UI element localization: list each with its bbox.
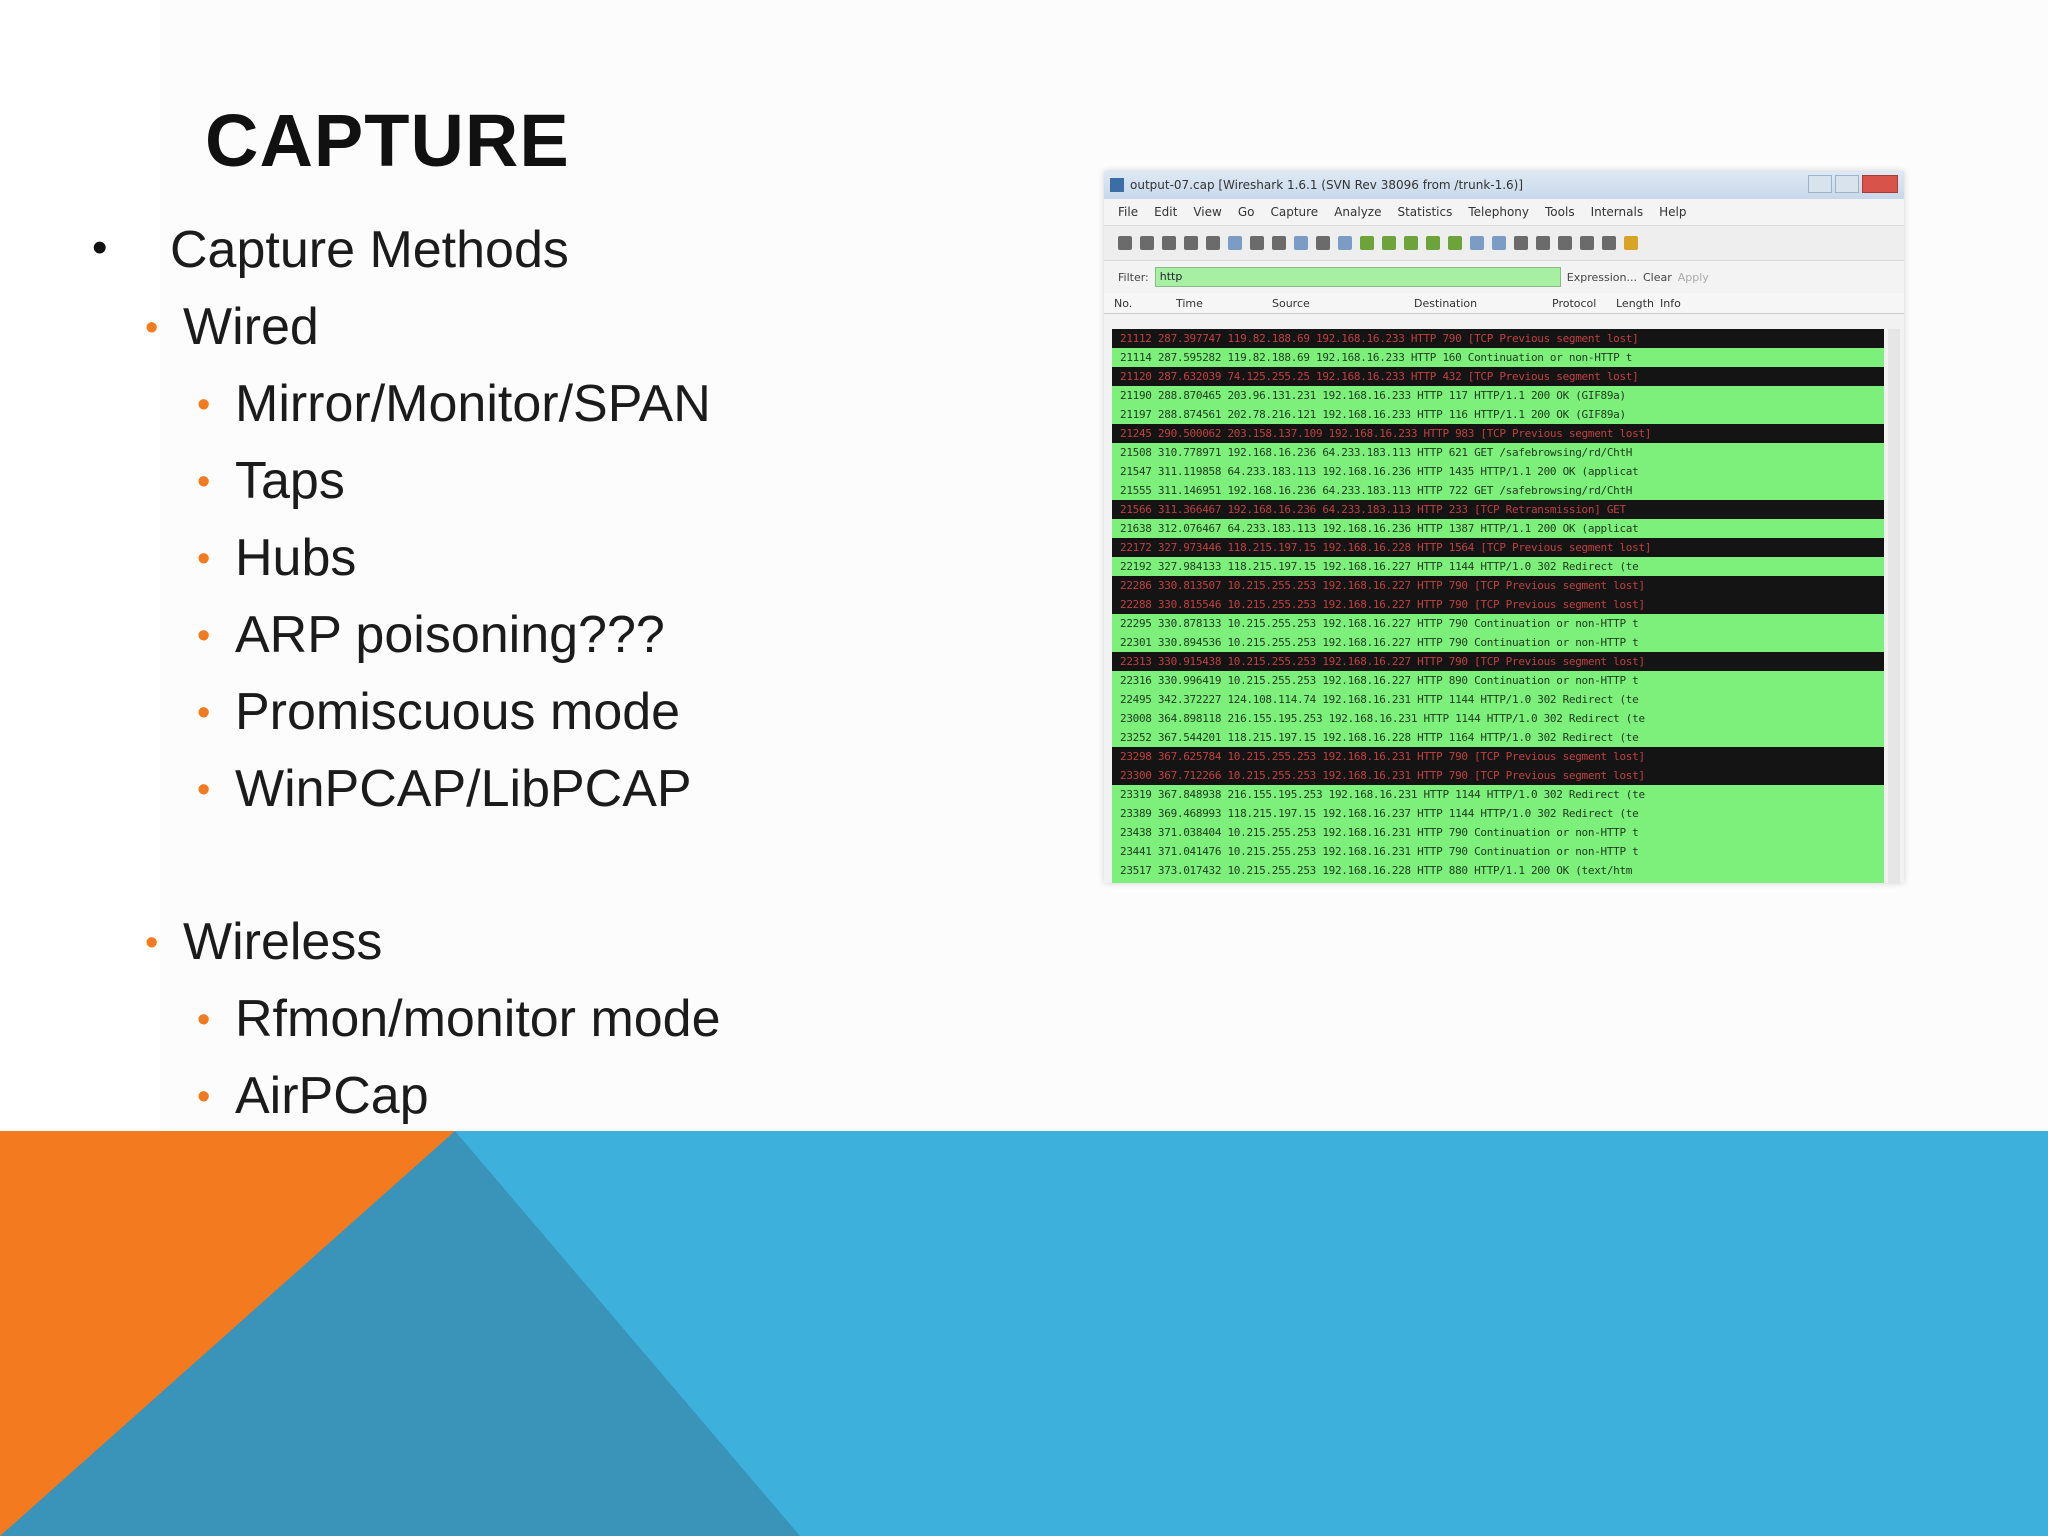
filter-expression: Expression... <box>1566 270 1637 284</box>
toolbar-icon <box>1624 236 1638 250</box>
filter-apply: Apply <box>1677 270 1709 284</box>
packet-list-scrollbar <box>1888 329 1900 883</box>
wireshark-screenshot: output-07.cap [Wireshark 1.6.1 (SVN Rev … <box>1104 171 1904 883</box>
packet-list: 21112 287.397747 119.82.188.69 192.168.1… <box>1112 329 1884 883</box>
toolbar-icon <box>1184 236 1198 250</box>
packet-row: 23008 364.898118 216.155.195.253 192.168… <box>1112 709 1884 728</box>
packet-row: 21190 288.870465 203.96.131.231 192.168.… <box>1112 386 1884 405</box>
packet-row: 23389 369.468993 118.215.197.15 192.168.… <box>1112 804 1884 823</box>
packet-row: 23441 371.041476 10.215.255.253 192.168.… <box>1112 842 1884 861</box>
toolbar-icon <box>1426 236 1440 250</box>
packet-row: 23300 367.712266 10.215.255.253 192.168.… <box>1112 766 1884 785</box>
packet-row: 22313 330.915438 10.215.255.253 192.168.… <box>1112 652 1884 671</box>
menu-item: File <box>1118 205 1139 219</box>
packet-row: 23319 367.848938 216.155.195.253 192.168… <box>1112 785 1884 804</box>
packet-row: 21566 311.366467 192.168.16.236 64.233.1… <box>1112 500 1884 519</box>
toolbar-icon <box>1140 236 1154 250</box>
packet-row: 21555 311.146951 192.168.16.236 64.233.1… <box>1112 481 1884 500</box>
screenshot-toolbar <box>1104 226 1904 261</box>
packet-list-headers: No. Time Source Destination Protocol Len… <box>1104 293 1904 314</box>
menu-item: Edit <box>1154 205 1178 219</box>
packet-row: 23574 375.795706 8.7.248.114 192.168.16.… <box>1112 880 1884 883</box>
menu-item: View <box>1193 205 1222 219</box>
menu-item: Internals <box>1590 205 1644 219</box>
packet-row: 21112 287.397747 119.82.188.69 192.168.1… <box>1112 329 1884 348</box>
packet-row: 21508 310.778971 192.168.16.236 64.233.1… <box>1112 443 1884 462</box>
window-buttons <box>1808 175 1898 193</box>
toolbar-icon <box>1250 236 1264 250</box>
orange-triangle <box>0 1131 455 1536</box>
packet-row: 22495 342.372227 124.108.114.74 192.168.… <box>1112 690 1884 709</box>
decorative-shapes <box>0 1131 2048 1536</box>
packet-row: 22288 330.815546 10.215.255.253 192.168.… <box>1112 595 1884 614</box>
packet-row: 21245 290.500062 203.158.137.109 192.168… <box>1112 424 1884 443</box>
menu-item: Help <box>1659 205 1687 219</box>
packet-row: 21120 287.632039 74.125.255.25 192.168.1… <box>1112 367 1884 386</box>
column-header: Source <box>1272 296 1310 310</box>
toolbar-icon <box>1162 236 1176 250</box>
packet-row: 23298 367.625784 10.215.255.253 192.168.… <box>1112 747 1884 766</box>
packet-row: 22316 330.996419 10.215.255.253 192.168.… <box>1112 671 1884 690</box>
wireshark-icon <box>1110 178 1124 192</box>
toolbar-icon <box>1514 236 1528 250</box>
packet-row: 22286 330.813507 10.215.255.253 192.168.… <box>1112 576 1884 595</box>
column-header: Length <box>1616 296 1654 310</box>
menu-item: Capture <box>1270 205 1319 219</box>
maximize-icon <box>1835 175 1859 193</box>
toolbar-icon <box>1316 236 1330 250</box>
packet-row: 22301 330.894536 10.215.255.253 192.168.… <box>1112 633 1884 652</box>
packet-row: 21197 288.874561 202.78.216.121 192.168.… <box>1112 405 1884 424</box>
toolbar-icon <box>1294 236 1308 250</box>
screenshot-titlebar: output-07.cap [Wireshark 1.6.1 (SVN Rev … <box>1104 171 1904 199</box>
column-header: Protocol <box>1552 296 1597 310</box>
filter-label: Filter: <box>1118 270 1149 284</box>
toolbar-icon <box>1382 236 1396 250</box>
packet-row: 21547 311.119858 64.233.183.113 192.168.… <box>1112 462 1884 481</box>
packet-row: 22295 330.878133 10.215.255.253 192.168.… <box>1112 614 1884 633</box>
toolbar-icon <box>1228 236 1242 250</box>
toolbar-icon <box>1558 236 1572 250</box>
toolbar-icon <box>1536 236 1550 250</box>
column-header: Time <box>1176 296 1203 310</box>
screenshot-window-title: output-07.cap [Wireshark 1.6.1 (SVN Rev … <box>1130 178 1524 192</box>
column-header: No. <box>1114 296 1133 310</box>
packet-row: 22192 327.984133 118.215.197.15 192.168.… <box>1112 557 1884 576</box>
packet-row: 21114 287.595282 119.82.188.69 192.168.1… <box>1112 348 1884 367</box>
menu-item: Go <box>1237 205 1255 219</box>
filter-input: http <box>1154 267 1561 287</box>
packet-row: 22172 327.973446 118.215.197.15 192.168.… <box>1112 538 1884 557</box>
bullet-dot-icon: • <box>145 922 159 964</box>
packet-row: 21638 312.076467 64.233.183.113 192.168.… <box>1112 519 1884 538</box>
menu-item: Analyze <box>1334 205 1382 219</box>
slide-title: CAPTURE <box>205 99 570 182</box>
toolbar-icon <box>1338 236 1352 250</box>
column-header: Info <box>1660 296 1681 310</box>
menu-item: Telephony <box>1468 205 1530 219</box>
filter-clear: Clear <box>1642 270 1672 284</box>
toolbar-icon <box>1206 236 1220 250</box>
minimize-icon <box>1808 175 1832 193</box>
toolbar-icon <box>1404 236 1418 250</box>
menu-item: Statistics <box>1397 205 1453 219</box>
toolbar-icon <box>1492 236 1506 250</box>
bullet-dot-icon: • <box>145 307 159 349</box>
bullet-dot-icon: • <box>92 223 108 272</box>
screenshot-menubar: File Edit View Go Capture Analyze Statis… <box>1104 199 1904 226</box>
packet-row: 23252 367.544201 118.215.197.15 192.168.… <box>1112 728 1884 747</box>
toolbar-icon <box>1470 236 1484 250</box>
toolbar-icon <box>1448 236 1462 250</box>
packet-row: 23438 371.038404 10.215.255.253 192.168.… <box>1112 823 1884 842</box>
toolbar-icon <box>1272 236 1286 250</box>
toolbar-icon <box>1118 236 1132 250</box>
screenshot-filterbar: Filter: http Expression... Clear Apply <box>1104 261 1904 293</box>
menu-item: Tools <box>1545 205 1575 219</box>
packet-row: 23517 373.017432 10.215.255.253 192.168.… <box>1112 861 1884 880</box>
close-icon <box>1862 175 1898 193</box>
toolbar-icon <box>1602 236 1616 250</box>
column-header: Destination <box>1414 296 1478 310</box>
toolbar-icon <box>1360 236 1374 250</box>
toolbar-icon <box>1580 236 1594 250</box>
